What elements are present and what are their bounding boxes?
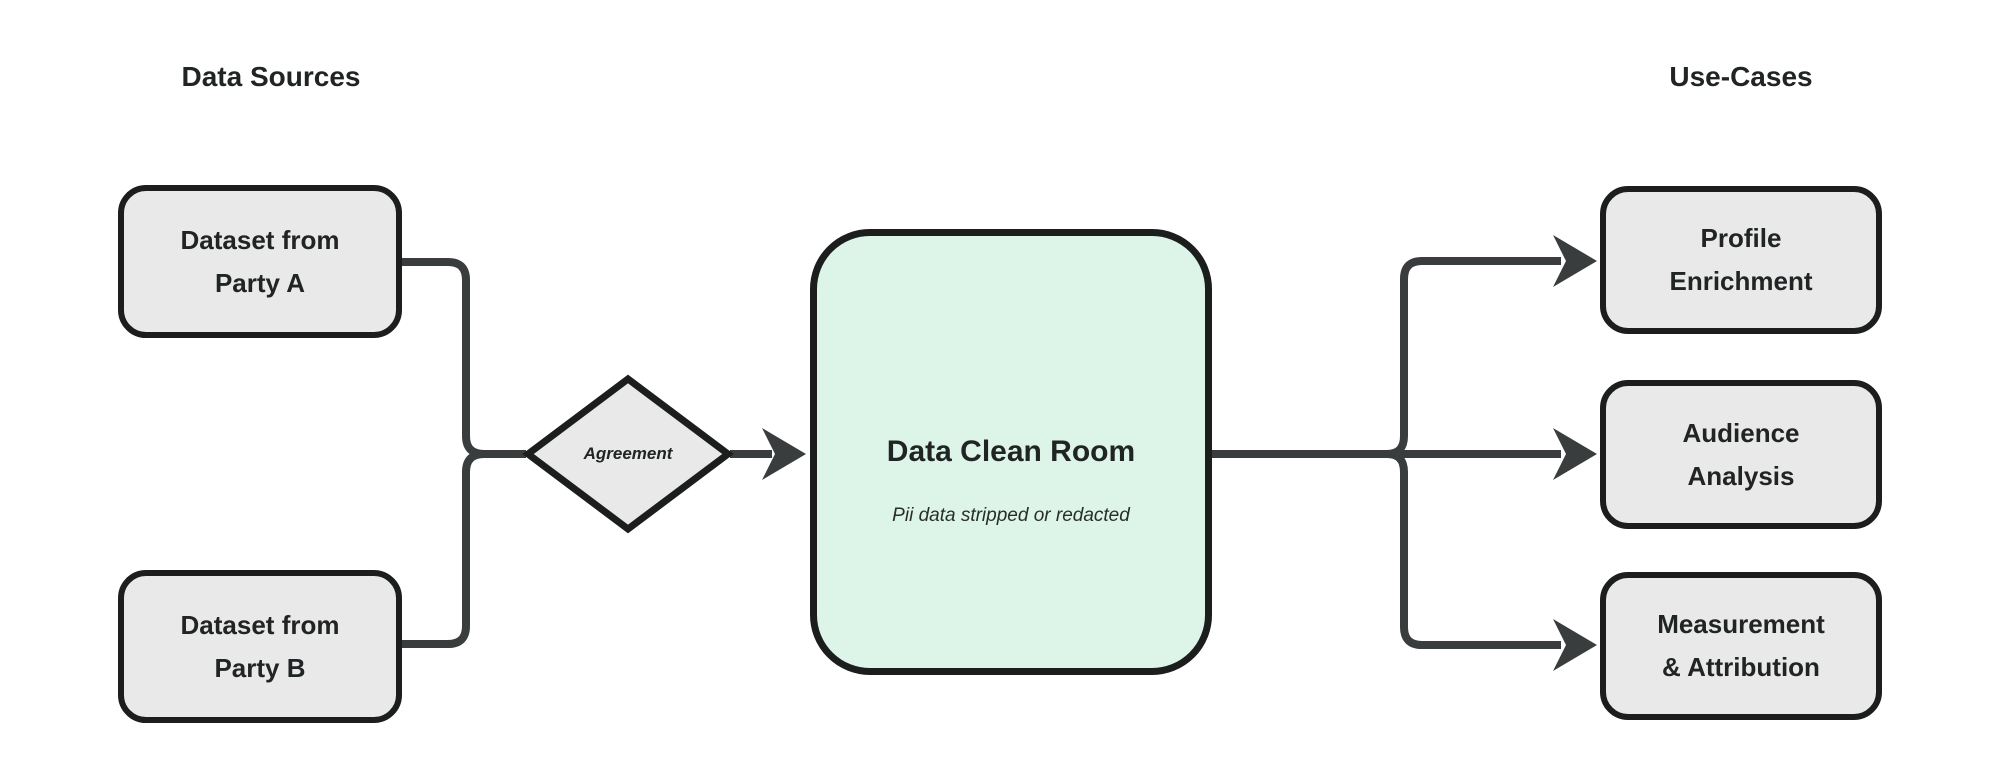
arrowhead-into-clean-room <box>762 428 806 480</box>
connector-party-b-to-agreement <box>402 450 526 648</box>
node-dataset-party-b: Dataset from Party B <box>118 570 402 723</box>
node-profile-enrichment: Profile Enrichment <box>1600 186 1882 334</box>
connector-clean-room-to-profile <box>1386 257 1561 458</box>
node-measurement-attribution: Measurement & Attribution <box>1600 572 1882 720</box>
node-dataset-party-a: Dataset from Party A <box>118 185 402 338</box>
node-dataset-party-a-label: Dataset from Party A <box>180 224 340 298</box>
node-audience-analysis: Audience Analysis <box>1600 380 1882 529</box>
node-data-clean-room: Data Clean Room Pii data stripped or red… <box>810 229 1212 675</box>
connector-party-a-to-agreement <box>402 258 526 458</box>
data-sources-heading: Data Sources <box>181 61 361 92</box>
node-profile-enrichment-label: Profile Enrichment <box>1669 223 1813 296</box>
clean-room-subtitle: Pii data stripped or redacted <box>892 504 1130 526</box>
arrowhead-into-audience <box>1553 428 1597 480</box>
agreement-diamond-shape <box>522 374 734 534</box>
node-measurement-attribution-label: Measurement & Attribution <box>1657 609 1825 682</box>
arrowhead-into-measurement <box>1553 619 1597 671</box>
connector-clean-room-to-measurement <box>1386 450 1561 649</box>
arrowhead-into-profile <box>1553 235 1597 287</box>
node-audience-analysis-label: Audience Analysis <box>1682 417 1800 491</box>
node-dataset-party-b-label: Dataset from Party B <box>180 609 340 683</box>
agreement-label: Agreement <box>583 444 673 463</box>
clean-room-title: Data Clean Room <box>886 434 1136 468</box>
use-cases-heading: Use-Cases <box>1669 61 1813 92</box>
